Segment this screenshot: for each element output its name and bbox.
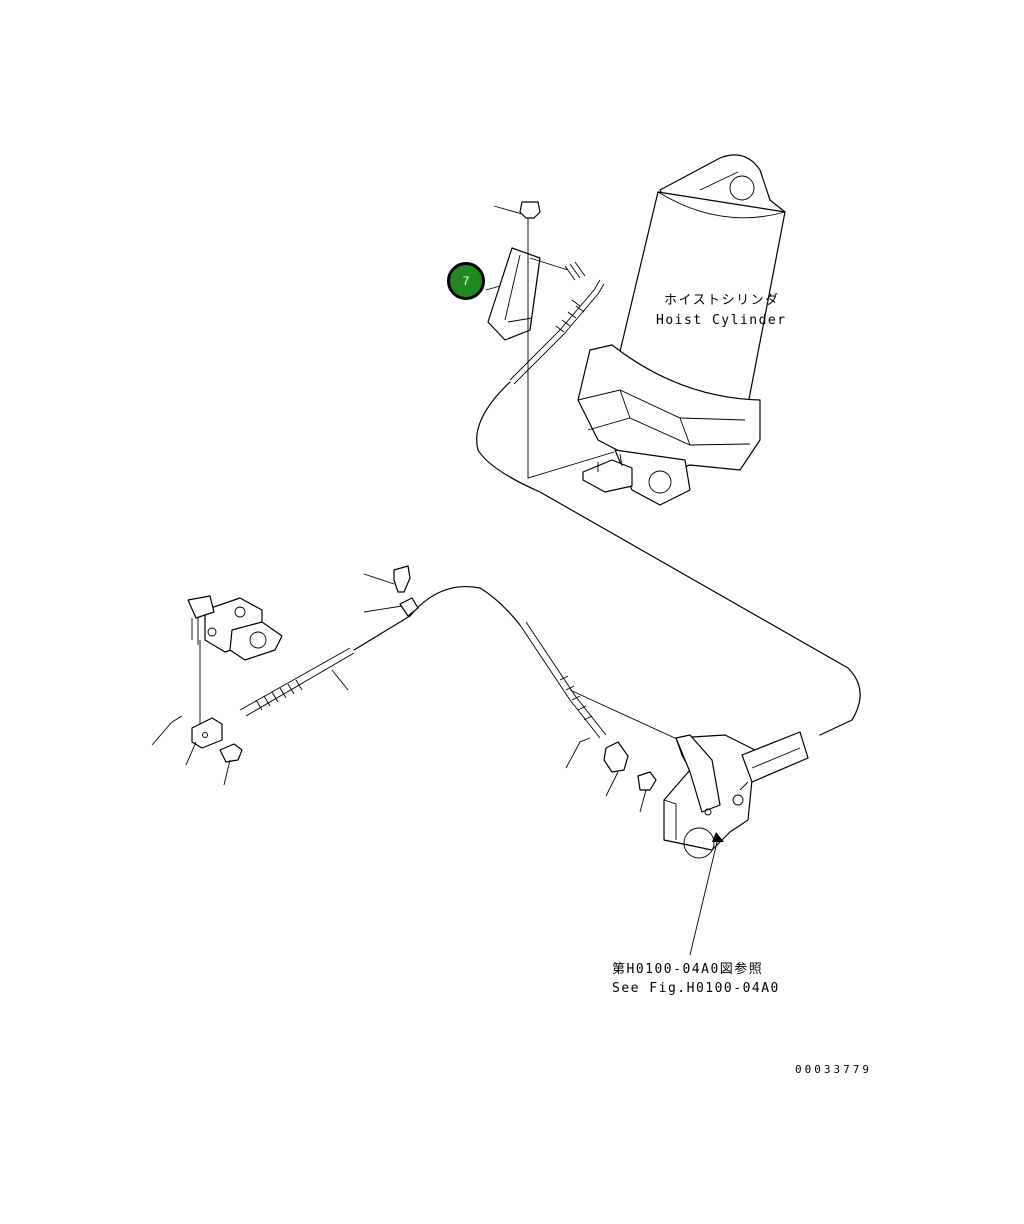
control-valve (663, 731, 809, 956)
see-figure-label-en: See Fig.H0100-04A0 (612, 981, 780, 996)
drawing-number: 00033779 (795, 1063, 872, 1076)
hoist-cylinder-label-jp: ホイストシリンダ (664, 293, 780, 308)
callout-7-button[interactable]: 7 (447, 262, 485, 300)
hoist-cylinder (577, 154, 786, 506)
upper-control-cable (476, 279, 861, 736)
see-figure-label-jp: 第H0100-04A0図参照 (612, 962, 764, 977)
small-parts-middle (565, 737, 657, 813)
label-leader (485, 205, 523, 291)
lower-control-cable (239, 585, 691, 746)
hoist-cylinder-label-en: Hoist Cylinder (656, 313, 787, 328)
clamp-bracket (487, 201, 615, 479)
lever-assembly (187, 595, 283, 725)
small-parts-left (151, 565, 419, 786)
